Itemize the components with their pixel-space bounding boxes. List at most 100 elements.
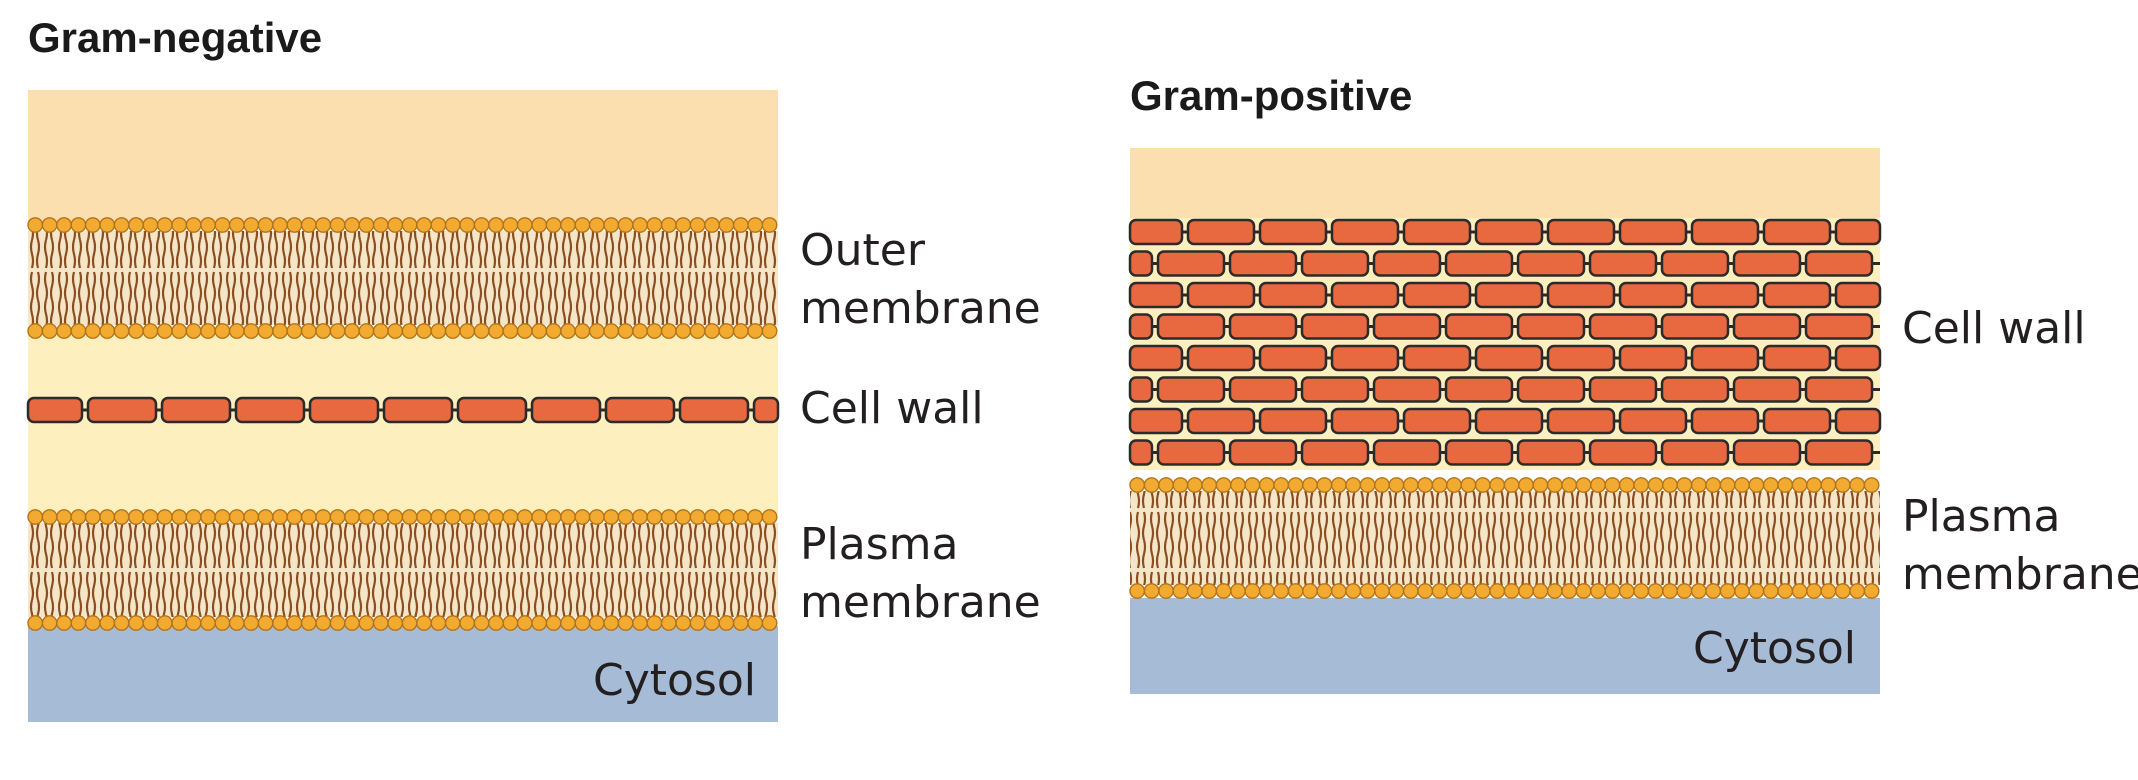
gn-plasma-lipid-head-bottom bbox=[329, 615, 346, 631]
gp-plasma-lipid-head-top bbox=[1417, 477, 1434, 493]
gn-outer-lipid-head-bottom bbox=[660, 323, 677, 339]
gp-plasma-lipid-head-bottom bbox=[1633, 583, 1650, 599]
gn-plasma-lipid-head-top bbox=[286, 509, 303, 525]
gp-wall-glycan-block bbox=[1444, 313, 1514, 340]
gp-plasma-lipid-head-bottom bbox=[1258, 583, 1275, 599]
gp-plasma-lipid-head-bottom bbox=[1690, 583, 1707, 599]
gp-wall-glycan-block bbox=[1186, 281, 1256, 309]
gn-outer-lipid-head-top bbox=[675, 217, 692, 233]
gn-plasma-lipid-head-bottom bbox=[660, 615, 677, 631]
gn-plasma-lipid-head-top bbox=[99, 509, 116, 525]
gp-wall-glycan-block bbox=[1258, 407, 1328, 435]
gp-plasma-lipid-head-top bbox=[1244, 477, 1261, 493]
gn-plasma-lipid-head-top bbox=[516, 509, 533, 525]
gn-plasma-lipid-head-top bbox=[171, 509, 188, 525]
gn-cytosol-region bbox=[28, 626, 778, 722]
gn-plasma-lipid-head-bottom bbox=[560, 615, 576, 631]
gn-outer-lipid-head-bottom bbox=[200, 323, 216, 339]
gp-plasma-lipid-head-bottom bbox=[1172, 583, 1189, 599]
gn-plasma-lipid-head-bottom bbox=[142, 615, 159, 631]
gn-outer-lipid-head-top bbox=[516, 217, 533, 233]
gp-plasma-lipid-head-bottom bbox=[1230, 583, 1246, 599]
gp-plasma-lipid-head-top bbox=[1546, 477, 1563, 493]
gn-plasma-lipid-head-top bbox=[545, 509, 562, 525]
gn-outer-membrane-label-line2: membrane bbox=[800, 283, 1041, 334]
gn-plasma-lipid-head-top bbox=[588, 509, 605, 525]
gn-outer-lipid-head-top bbox=[99, 217, 116, 233]
gn-plasma-lipid-head-bottom bbox=[646, 615, 663, 631]
gn-plasma-membrane-label: Plasma membrane bbox=[800, 516, 1041, 632]
gn-outer-lipid-head-bottom bbox=[185, 323, 202, 339]
gn-plasma-lipid-head-top bbox=[718, 509, 735, 525]
gn-outer-lipid-head-top bbox=[214, 217, 231, 233]
gp-wall-glycan-block bbox=[1402, 218, 1472, 246]
gn-outer-lipid-head-bottom bbox=[531, 323, 548, 339]
gp-wall-glycan-block bbox=[1372, 313, 1442, 340]
gn-plasma-lipid-head-bottom bbox=[185, 615, 202, 631]
gn-wall-glycan-block bbox=[308, 396, 380, 424]
gn-outer-lipid-head-top bbox=[488, 217, 504, 233]
gp-wall-glycan-block bbox=[1546, 407, 1616, 435]
gn-outer-lipid-head-bottom bbox=[560, 323, 576, 339]
gp-plasma-lipid-head-top bbox=[1489, 477, 1506, 493]
gp-wall-glycan-block bbox=[1128, 218, 1184, 246]
gn-plasma-lipid-head-top bbox=[689, 509, 706, 525]
gn-outer-lipid-head-bottom bbox=[689, 323, 706, 339]
gp-plasma-lipid-head-top bbox=[1647, 477, 1664, 493]
gn-plasma-lipid-head-bottom bbox=[41, 615, 58, 631]
gn-plasma-lipid-head-bottom bbox=[545, 615, 562, 631]
gn-wall-glycan-block bbox=[604, 396, 676, 424]
gn-outer-lipid-head-bottom bbox=[574, 323, 591, 339]
gram-negative-envelope bbox=[26, 90, 780, 722]
gn-outer-lipid-head-top bbox=[632, 217, 648, 233]
gn-plasma-lipid-head-top bbox=[761, 509, 778, 525]
gn-outer-lipid-head-top bbox=[560, 217, 576, 233]
gn-plasma-lipid-head-top bbox=[603, 509, 620, 525]
gn-outer-lipid-head-top bbox=[689, 217, 706, 233]
gp-plasma-lipid-head-bottom bbox=[1748, 583, 1765, 599]
gn-outer-lipid-head-top bbox=[646, 217, 663, 233]
gn-outer-lipid-head-top bbox=[430, 217, 447, 233]
gp-plasma-lipid-head-bottom bbox=[1287, 583, 1304, 599]
gram-positive-title: Gram-positive bbox=[1130, 72, 1413, 119]
gn-plasma-lipid-head-top bbox=[372, 509, 389, 525]
gn-outer-lipid-head-bottom bbox=[516, 323, 533, 339]
gp-wall-glycan-block bbox=[1660, 439, 1730, 466]
gp-wall-glycan-block bbox=[1156, 439, 1226, 466]
gn-wall-glycan-block bbox=[678, 396, 750, 424]
gp-wall-glycan-block bbox=[1546, 344, 1616, 372]
gp-plasma-lipid-head-top bbox=[1330, 477, 1347, 493]
gp-plasma-lipid-head-bottom bbox=[1316, 583, 1333, 599]
gp-plasma-lipid-head-bottom bbox=[1186, 583, 1203, 599]
gp-plasma-lipid-head-top bbox=[1791, 477, 1808, 493]
gp-wall-glycan-block bbox=[1372, 439, 1442, 466]
gn-plasma-lipid-head-bottom bbox=[502, 615, 519, 631]
gn-outer-lipid-head-top bbox=[401, 217, 418, 233]
gn-outer-lipid-head-bottom bbox=[401, 323, 418, 339]
gn-plasma-lipid-head-top bbox=[646, 509, 663, 525]
gp-wall-glycan-block bbox=[1474, 344, 1544, 372]
gp-plasma-lipid-head-top bbox=[1676, 477, 1693, 493]
gn-outer-lipid-head-bottom bbox=[444, 323, 461, 339]
gp-wall-glycan-block bbox=[1834, 281, 1882, 309]
gp-wall-glycan-block bbox=[1474, 407, 1544, 435]
gn-outer-lipid-head-bottom bbox=[545, 323, 562, 339]
gn-plasma-lipid-head-top bbox=[444, 509, 461, 525]
gp-plasma-lipid-head-bottom bbox=[1374, 583, 1390, 599]
gp-extracellular-region bbox=[1130, 148, 1880, 218]
gn-outer-lipid-head-bottom bbox=[588, 323, 605, 339]
gp-wall-glycan-block bbox=[1804, 439, 1874, 466]
gn-plasma-lipid-head-bottom bbox=[574, 615, 591, 631]
gn-plasma-lipid-head-top bbox=[430, 509, 447, 525]
gn-plasma-lipid-head-top bbox=[70, 509, 87, 525]
gn-outer-lipid-head-bottom bbox=[387, 323, 404, 339]
gn-outer-lipid-head-top bbox=[344, 217, 360, 233]
gp-plasma-lipid-head-top bbox=[1273, 477, 1290, 493]
gn-outer-lipid-head-bottom bbox=[272, 323, 288, 339]
gn-wall-glycan-block bbox=[26, 396, 84, 424]
gn-plasma-lipid-head-bottom bbox=[84, 615, 101, 631]
gp-plasma-lipid-head-bottom bbox=[1863, 583, 1880, 599]
gp-wall-glycan-block bbox=[1618, 218, 1688, 246]
gn-outer-lipid-head-top bbox=[704, 217, 720, 233]
